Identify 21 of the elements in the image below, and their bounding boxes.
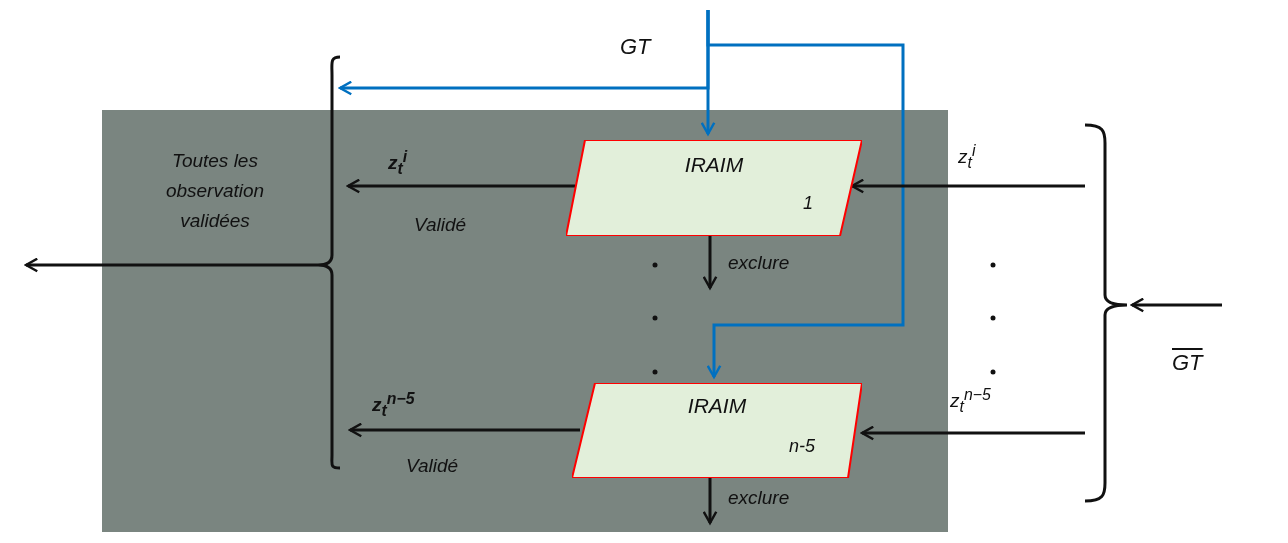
arrow <box>24 257 318 273</box>
text-label: Validé <box>406 455 459 477</box>
node-index: 1 <box>802 192 814 214</box>
edge-label: exclure <box>728 252 790 274</box>
edge-label: exclure <box>728 487 790 509</box>
node-index: n-5 <box>788 435 816 457</box>
text-label: Validé <box>414 214 467 236</box>
text-label: Toutes les observation validées <box>164 149 266 233</box>
arrow <box>346 178 575 194</box>
arrow <box>702 478 718 525</box>
panel-background <box>102 110 948 532</box>
arrow <box>1130 297 1222 313</box>
arrow <box>348 422 580 438</box>
node-label: IRAIM <box>686 395 748 417</box>
node-label: IRAIM <box>683 154 745 176</box>
arrow <box>860 425 1085 441</box>
arrow <box>702 236 718 290</box>
arrow <box>850 178 1085 194</box>
text-label: GT <box>1172 352 1203 374</box>
arrow <box>338 10 710 96</box>
text-label: GT <box>620 36 651 58</box>
